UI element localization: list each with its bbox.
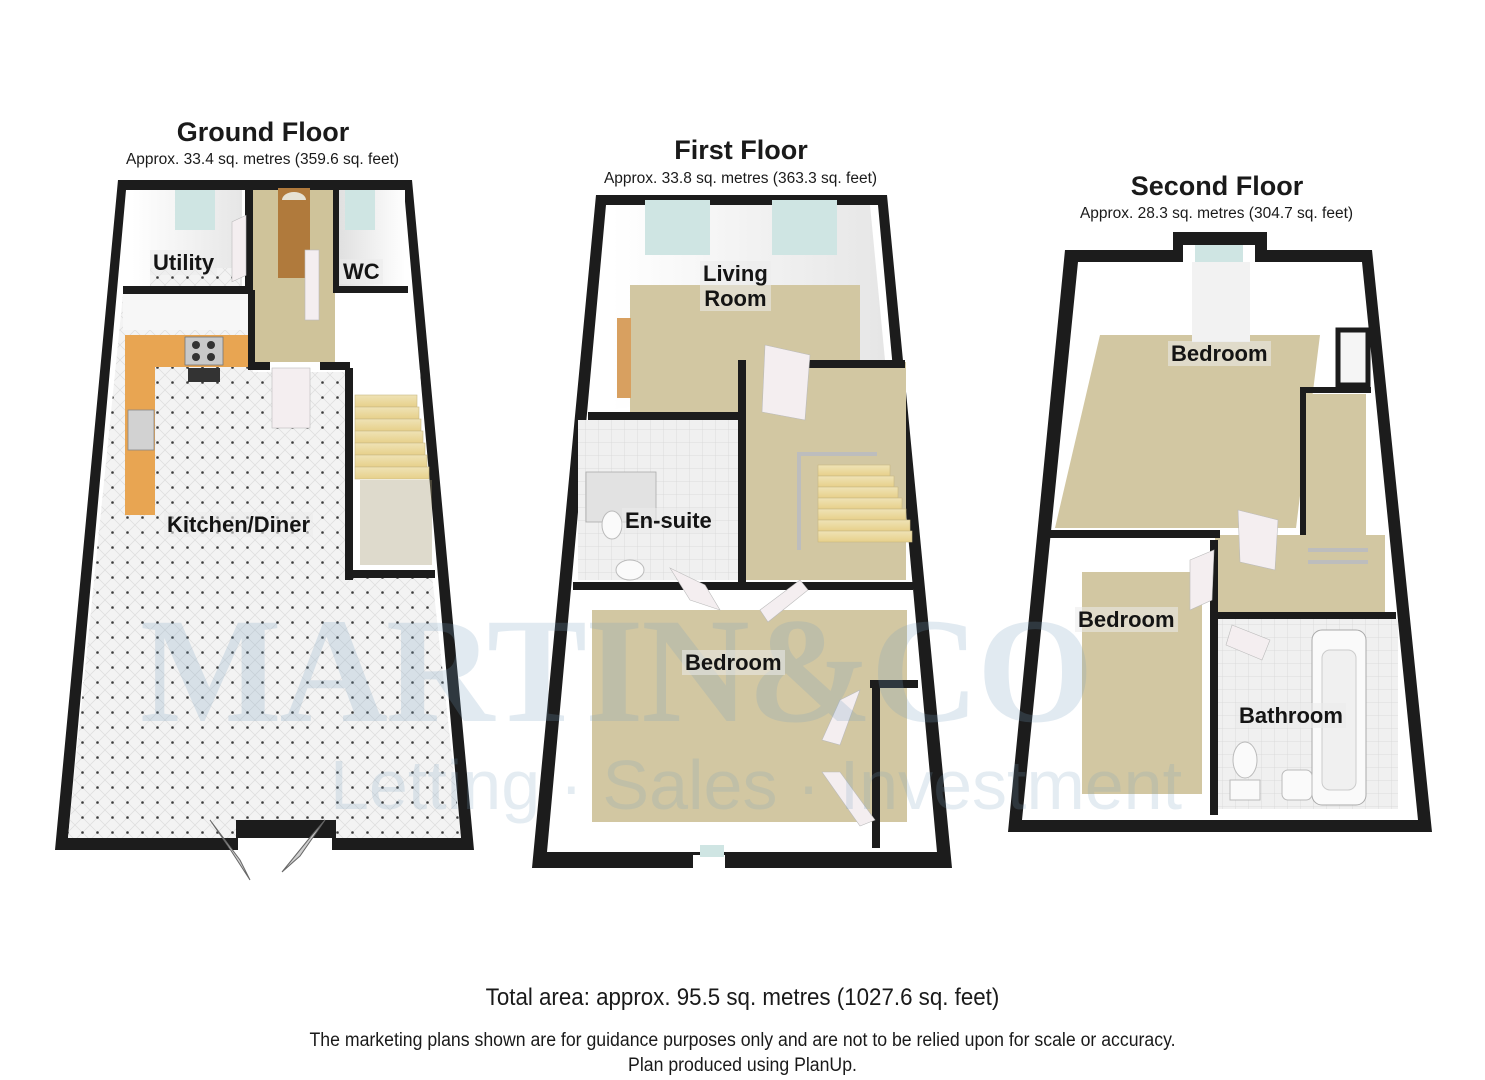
total-area: Total area: approx. 95.5 sq. metres (102… xyxy=(485,984,1000,1011)
ground-floor-plan xyxy=(55,180,474,881)
room-label-bathroom: Bathroom xyxy=(1236,703,1346,728)
room-label-bedroom-first: Bedroom xyxy=(682,650,785,675)
room-label-kitchen-diner: Kitchen/Diner xyxy=(164,512,314,537)
floor-area-second: Approx. 28.3 sq. metres (304.7 sq. feet) xyxy=(1079,205,1354,222)
room-label-wc: WC xyxy=(340,259,383,284)
living-room-line2: Room xyxy=(704,286,767,311)
floor-title-first: First Floor xyxy=(674,135,808,165)
living-room-line1: Living xyxy=(703,261,768,286)
room-label-utility: Utility xyxy=(150,250,218,275)
second-floor-plan xyxy=(1008,232,1432,832)
room-label-bedroom-second-small: Bedroom xyxy=(1075,607,1178,632)
disclaimer-line2: Plan produced using PlanUp. xyxy=(628,1055,857,1076)
floor-area-ground: Approx. 33.4 sq. metres (359.6 sq. feet) xyxy=(125,151,400,168)
floor-title-ground: Ground Floor xyxy=(176,117,350,147)
floor-title-second: Second Floor xyxy=(1130,171,1304,201)
room-label-en-suite: En-suite xyxy=(622,508,715,533)
disclaimer-line1: The marketing plans shown are for guidan… xyxy=(309,1030,1176,1051)
room-label-living-room: Living Room xyxy=(700,261,771,311)
first-floor-plan xyxy=(532,195,952,868)
room-label-bedroom-second-main: Bedroom xyxy=(1168,341,1271,366)
floor-area-first: Approx. 33.8 sq. metres (363.3 sq. feet) xyxy=(603,170,878,187)
